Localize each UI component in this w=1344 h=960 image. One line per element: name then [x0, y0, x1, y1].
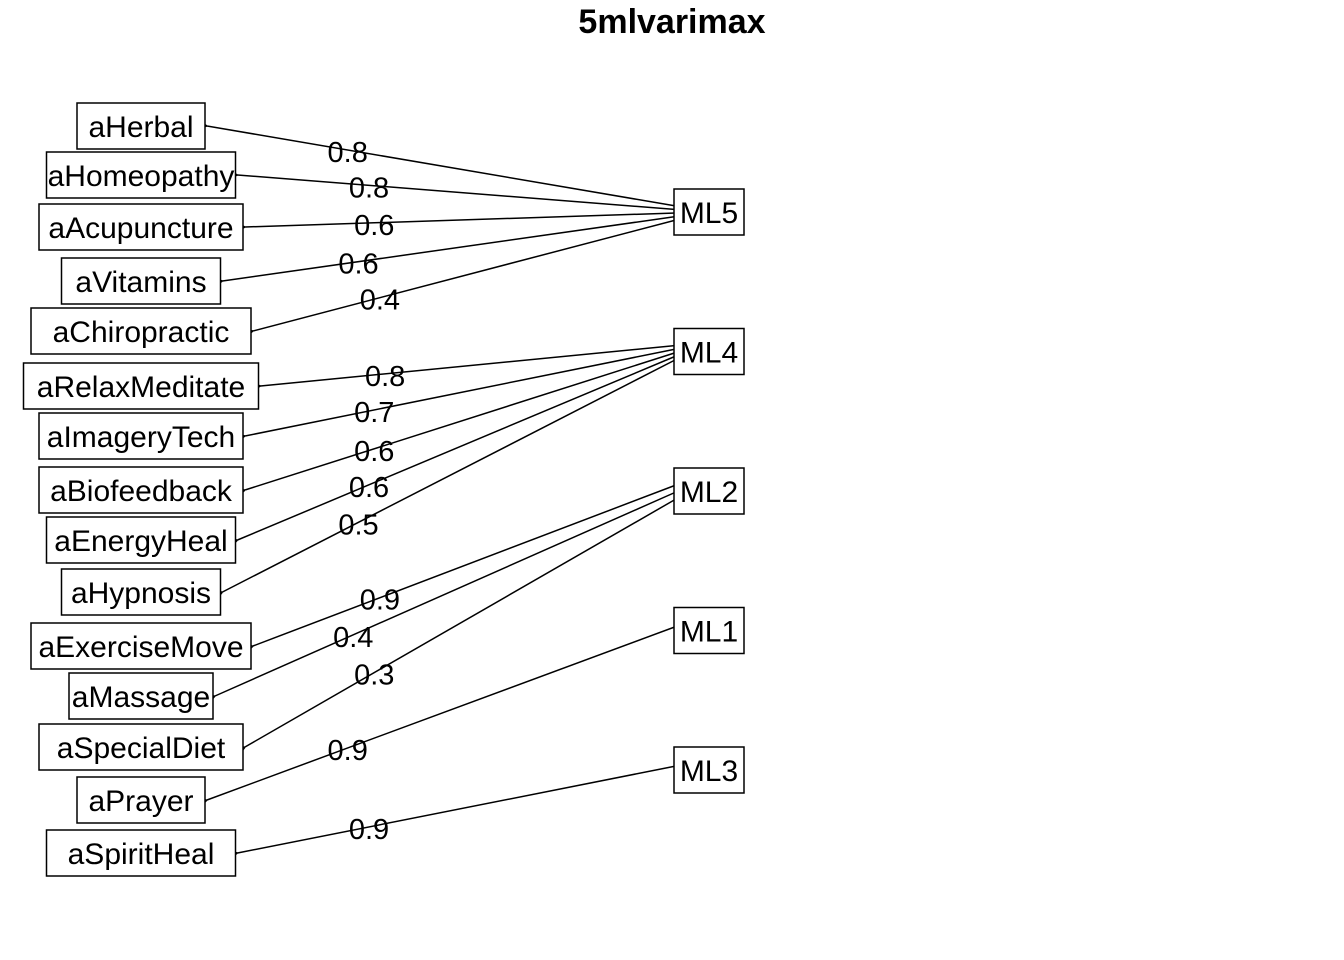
variable-box — [38, 203, 244, 251]
factor-node-ml3: ML3 — [673, 746, 745, 794]
loading-labels: 0.80.80.60.60.40.80.70.60.60.50.90.40.30… — [328, 137, 406, 846]
loading-value: 0.5 — [338, 509, 378, 541]
factor-node-ml2: ML2 — [673, 467, 745, 515]
variable-label: aPrayer — [88, 785, 193, 818]
variable-label: aEnergyHeal — [54, 525, 227, 558]
loading-value: 0.4 — [333, 622, 373, 654]
factor-label: ML4 — [680, 337, 738, 370]
factor-label: ML1 — [680, 616, 738, 649]
variable-box — [22, 362, 260, 410]
variable-label: aExerciseMove — [38, 631, 243, 664]
variable-node-a-energy-heal: aEnergyHeal — [45, 516, 237, 564]
variable-box — [38, 466, 244, 514]
variable-node-a-chiropractic: aChiropractic — [30, 307, 252, 355]
loading-edge — [261, 344, 677, 387]
variable-box — [45, 151, 237, 199]
loading-edge — [245, 212, 677, 227]
factor-box — [673, 606, 745, 655]
variable-box — [76, 102, 206, 150]
variable-box — [30, 622, 252, 670]
variable-node-a-herbal: aHerbal — [76, 102, 206, 150]
variable-box — [68, 672, 214, 720]
loading-value: 0.8 — [349, 172, 389, 204]
factor-label: ML2 — [680, 476, 738, 509]
variable-label: aBiofeedback — [50, 475, 233, 508]
loading-value: 0.7 — [354, 397, 394, 429]
variable-node-a-relax-meditate: aRelaxMeditate — [22, 362, 260, 410]
loading-edge — [253, 484, 677, 646]
loading-edge — [223, 358, 677, 593]
variable-box — [45, 516, 237, 564]
variable-box — [38, 723, 244, 771]
factor-node-ml5: ML5 — [673, 188, 745, 236]
factor-node-ml4: ML4 — [673, 327, 745, 376]
variable-label: aHomeopathy — [48, 160, 235, 193]
variable-label: aHypnosis — [71, 577, 211, 610]
loading-value: 0.9 — [349, 814, 389, 846]
variable-node-a-homeopathy: aHomeopathy — [45, 151, 237, 199]
loading-value: 0.9 — [360, 585, 400, 617]
loading-value: 0.9 — [328, 735, 368, 767]
diagram-title: 5mlvarimax — [578, 3, 765, 41]
variable-label: aVitamins — [75, 266, 206, 299]
variable-box — [76, 776, 206, 824]
factor-label: ML3 — [680, 755, 738, 788]
variable-label: aSpiritHeal — [68, 838, 215, 871]
loading-value: 0.8 — [365, 361, 405, 393]
loading-edge — [207, 126, 677, 207]
loading-edge — [238, 175, 677, 211]
variable-box — [60, 568, 222, 616]
loading-edge — [245, 351, 677, 491]
loading-edge — [207, 625, 677, 801]
factor-node-ml1: ML1 — [673, 606, 745, 655]
loading-edge — [238, 765, 677, 853]
variable-box — [38, 412, 244, 460]
variable-node-a-hypnosis: aHypnosis — [60, 568, 222, 616]
loading-value: 0.6 — [338, 249, 378, 281]
variable-node-a-vitamins: aVitamins — [60, 257, 222, 305]
loading-edge — [223, 215, 677, 282]
loading-edge — [245, 498, 677, 747]
loading-edge — [253, 219, 677, 331]
variable-node-a-biofeedback: aBiofeedback — [38, 466, 244, 514]
variable-box — [30, 307, 252, 355]
variable-label: aChiropractic — [53, 316, 230, 349]
variable-nodes: aHerbal aHomeopathy aAcupuncture aVitamins a… — [22, 102, 260, 877]
loading-value: 0.4 — [360, 285, 400, 317]
variable-label: aRelaxMeditate — [37, 371, 245, 404]
factor-box — [673, 188, 745, 236]
variable-label: aHerbal — [88, 111, 193, 144]
factor-box — [673, 467, 745, 515]
loading-edge — [245, 348, 677, 436]
variable-node-a-spirit-heal: aSpiritHeal — [45, 829, 237, 877]
variable-box — [60, 257, 222, 305]
variable-node-a-massage: aMassage — [68, 672, 214, 720]
variable-node-a-exercise-move: aExerciseMove — [30, 622, 252, 670]
loading-value: 0.6 — [354, 210, 394, 242]
loading-edge — [215, 491, 677, 696]
variable-node-a-prayer: aPrayer — [76, 776, 206, 824]
variable-node-a-special-diet: aSpecialDiet — [38, 723, 244, 771]
loading-edges — [207, 126, 677, 853]
variable-box — [45, 829, 237, 877]
variable-label: aMassage — [72, 681, 210, 714]
loading-value: 0.6 — [354, 436, 394, 468]
loading-value: 0.3 — [354, 660, 394, 692]
variable-node-a-imagery-tech: aImageryTech — [38, 412, 244, 460]
variable-label: aSpecialDiet — [57, 732, 226, 765]
loading-value: 0.8 — [328, 137, 368, 169]
factor-label: ML5 — [680, 197, 738, 230]
variable-node-a-acupuncture: aAcupuncture — [38, 203, 244, 251]
factor-box — [673, 327, 745, 376]
variable-label: aImageryTech — [47, 421, 235, 454]
loading-edge — [238, 355, 677, 540]
variable-label: aAcupuncture — [48, 212, 233, 245]
loading-value: 0.6 — [349, 472, 389, 504]
factor-box — [673, 746, 745, 794]
